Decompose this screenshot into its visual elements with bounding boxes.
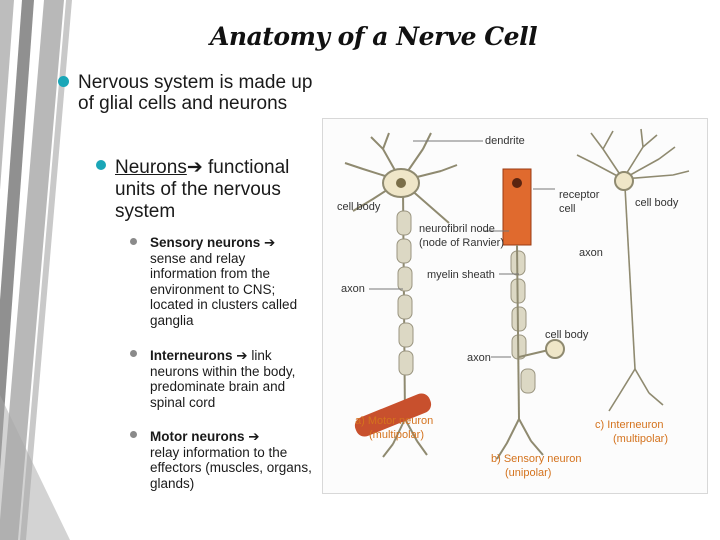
- label-myelin: myelin sheath: [427, 269, 495, 281]
- motor-text: relay information to the effectors (musc…: [150, 444, 312, 491]
- label-axon-mid: axon: [467, 352, 491, 364]
- label-ranvier: (node of Ranvier): [419, 237, 504, 249]
- neuron-illustration: [344, 128, 690, 460]
- bullet-motor: Motor neurons ➔ relay information to the…: [150, 429, 315, 491]
- neuron-diagram: dendrite cell body receptor cell cell bo…: [322, 118, 708, 494]
- label-inter-sub: (multipolar): [613, 433, 669, 445]
- sensory-text: sense and relay information from the env…: [150, 250, 298, 328]
- arrow-icon: ➔: [248, 429, 260, 444]
- bullet-nervous-system: Nervous system is made up of glial cells…: [78, 72, 313, 114]
- decorative-stripes: [0, 0, 72, 540]
- bullet-level1: [58, 76, 69, 87]
- label-neurofibril: neurofibril node: [419, 223, 495, 235]
- bullet-neurons: Neurons➔ functional units of the nervous…: [115, 157, 325, 223]
- label-receptor: receptor: [559, 189, 600, 201]
- bullet-level3: [130, 431, 137, 438]
- neurons-heading: Neurons: [115, 157, 187, 178]
- bullet-level3: [130, 238, 137, 245]
- label-cell-body-right: cell body: [635, 197, 679, 209]
- label-axon-left: axon: [341, 283, 365, 295]
- sensory-heading: Sensory neurons: [150, 235, 265, 250]
- bullet-interneurons: Interneurons ➔ link neurons within the b…: [150, 348, 315, 410]
- label-sensory-neuron: b) Sensory neuron: [491, 453, 582, 465]
- slide-title: Anatomy of a Nerve Cell: [210, 22, 538, 51]
- label-cell-body-left: cell body: [337, 201, 381, 213]
- inter-inline: link: [247, 348, 272, 363]
- arrow-icon: ➔: [236, 348, 248, 363]
- inter-heading: Interneurons: [150, 348, 237, 363]
- label-axon-right: axon: [579, 247, 603, 259]
- label-interneuron: c) Interneuron: [595, 419, 664, 431]
- label-motor-neuron: a) Motor neuron: [355, 415, 434, 427]
- arrow-icon: ➔: [264, 235, 276, 250]
- bullet-level3: [130, 350, 137, 357]
- label-cell: cell: [559, 203, 576, 215]
- bullet-sensory: Sensory neurons ➔ sense and relay inform…: [150, 235, 315, 328]
- arrow-icon: ➔: [186, 157, 203, 178]
- label-sensory-sub: (unipolar): [505, 467, 552, 479]
- label-cell-body-mid: cell body: [545, 329, 589, 341]
- neurons-text: functional units of the nervous system: [115, 157, 290, 222]
- inter-text: neurons within the body, predominate bra…: [150, 363, 296, 410]
- bullet-level2: [96, 160, 106, 170]
- label-dendrite: dendrite: [485, 135, 525, 147]
- label-motor-sub: (multipolar): [369, 429, 425, 441]
- motor-heading: Motor neurons: [150, 429, 249, 444]
